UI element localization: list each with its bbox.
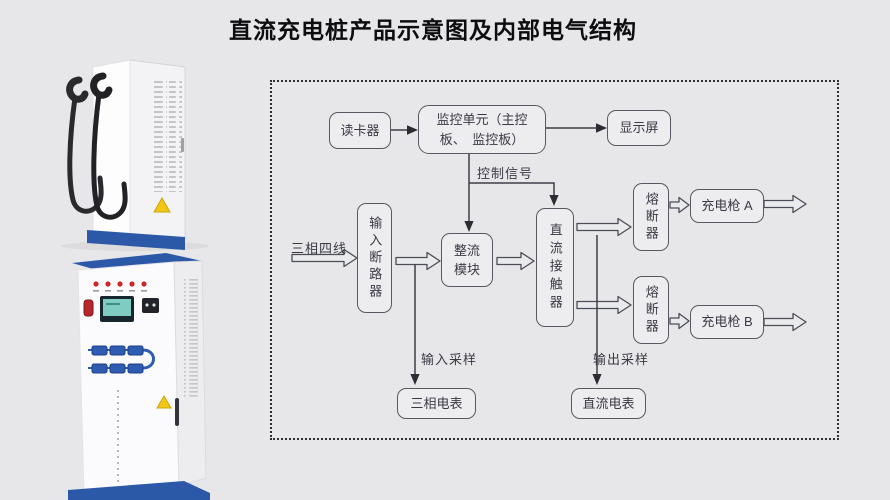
card-reader-panel xyxy=(142,298,159,313)
node-dc-contactor: 直流接触器 xyxy=(536,208,574,327)
emergency-stop-button xyxy=(83,299,94,317)
warning-triangle-icon xyxy=(156,395,172,409)
door-handle xyxy=(175,398,179,426)
label-control-signal: 控制信号 xyxy=(477,166,534,181)
label-input-sampling: 输入采样 xyxy=(421,352,478,367)
terminal-blocks xyxy=(88,345,155,374)
blue-base xyxy=(87,230,185,250)
blue-base xyxy=(68,481,210,500)
node-charging-gun-b: 充电枪 B xyxy=(690,305,764,339)
label-output-sampling: 输出采样 xyxy=(593,352,650,367)
node-fuse-a: 熔断器 xyxy=(633,183,669,251)
node-card-reader: 读卡器 xyxy=(329,112,391,149)
blue-top-cap xyxy=(72,253,202,272)
node-charging-gun-a: 充电枪 A xyxy=(690,189,764,223)
vent-louvers xyxy=(169,80,182,192)
indicator-lights xyxy=(93,281,147,292)
vent-louvers xyxy=(184,278,198,398)
node-dc-meter: 直流电表 xyxy=(571,388,646,419)
node-rectifier-module: 整流模块 xyxy=(441,233,493,287)
warning-triangle-icon xyxy=(153,196,171,213)
diagram-dashed-frame xyxy=(270,80,839,440)
charging-pile-photo-bottom xyxy=(68,253,210,500)
charging-pile-photo-top xyxy=(61,59,209,251)
vent-louvers xyxy=(154,80,167,192)
node-input-breaker: 输入断路器 xyxy=(357,203,392,313)
node-display-screen: 显示屏 xyxy=(607,110,671,146)
door-handle xyxy=(181,138,184,152)
label-three-phase-four-wire: 三相四线 xyxy=(291,241,348,256)
node-fuse-b: 熔断器 xyxy=(633,276,669,344)
touch-screen xyxy=(100,296,134,322)
page-title: 直流充电桩产品示意图及内部电气结构 xyxy=(229,17,637,43)
node-three-phase-meter: 三相电表 xyxy=(397,388,476,419)
charging-gun-cable xyxy=(90,72,128,220)
charging-gun-cable xyxy=(66,76,104,214)
node-monitor-unit: 监控单元（主控板、 监控板） xyxy=(418,105,546,154)
